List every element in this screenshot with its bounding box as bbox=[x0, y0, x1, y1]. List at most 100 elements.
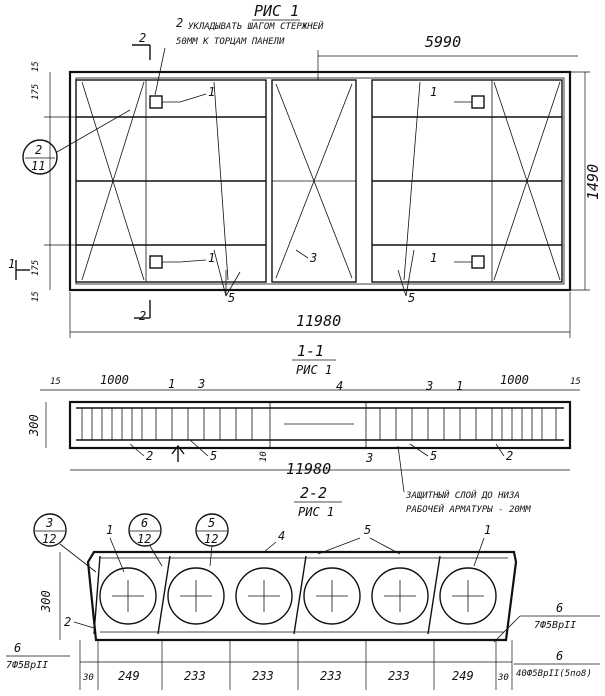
fig1-dim-15-bottom: 15 bbox=[31, 291, 41, 302]
fig1-callout-leader bbox=[56, 109, 131, 153]
fig1-loop-right-bottom bbox=[471, 255, 485, 269]
s22-title-line2: РИС 1 bbox=[298, 505, 334, 519]
fig1-callout-num: 2 bbox=[35, 143, 42, 157]
fig1-panel-outline bbox=[68, 70, 572, 292]
s22-pos5: 5 bbox=[364, 523, 371, 537]
fig1-pos5-right-l1 bbox=[397, 269, 407, 297]
s11-stirrups-right bbox=[379, 408, 557, 440]
fig1-pos1-d: 1 bbox=[430, 251, 437, 265]
void-3 bbox=[235, 567, 293, 625]
s22-dim-300: 300 bbox=[39, 590, 53, 613]
void-4 bbox=[303, 567, 361, 625]
figure-1-plan: РИС 1 2 УКЛАДЫВАТЬ ШАГОМ СТЕРЖНЕЙ 50ММ К… bbox=[8, 2, 602, 338]
s22-pos2-leader bbox=[73, 621, 95, 629]
s11-pos3-right: 3 bbox=[425, 379, 433, 393]
fig1-pos1-b: 1 bbox=[208, 251, 215, 265]
s11-cover-note-line2: РАБОЧЕЙ АРМАТУРЫ - 20ММ bbox=[406, 503, 531, 515]
fig1-pos5-left: 5 bbox=[228, 291, 235, 305]
s22-title-line1: 2-2 bbox=[300, 484, 327, 502]
s11-cover-leader bbox=[397, 445, 405, 493]
s22-rebar-left: 7Ф5ВрII bbox=[6, 660, 48, 671]
fig1-title: РИС 1 bbox=[254, 2, 299, 20]
fig1-note-line1: УКЛАДЫВАТЬ ШАГОМ СТЕРЖНЕЙ bbox=[188, 20, 324, 32]
s22-pos6-left: 6 bbox=[14, 641, 21, 655]
s22-pos1-right: 1 bbox=[484, 523, 491, 537]
s11-pos1-left: 1 bbox=[168, 377, 175, 391]
s22-pos6-right: 6 bbox=[556, 601, 563, 615]
s22-frames bbox=[93, 555, 441, 635]
s11-dim-300: 300 bbox=[27, 414, 41, 437]
svg-text:12: 12 bbox=[42, 532, 56, 546]
svg-text:12: 12 bbox=[204, 532, 218, 546]
s22-rebar-right: 7Ф5ВрII bbox=[534, 620, 576, 631]
void-1 bbox=[99, 567, 157, 625]
s22-section-outline bbox=[86, 550, 518, 642]
fig1-loop-left-bottom bbox=[149, 255, 163, 269]
s11-pos4: 4 bbox=[336, 379, 343, 393]
fig1-dim-15-top: 15 bbox=[31, 61, 41, 72]
s11-pos3-bottom: 3 bbox=[365, 451, 373, 465]
s11-stirrups-left bbox=[81, 408, 253, 440]
s11-title-line2: РИС 1 bbox=[296, 363, 332, 377]
s22-rebar-right-leader bbox=[493, 615, 521, 643]
s11-pos3-left: 3 bbox=[197, 377, 205, 391]
fig1-loop-right-top bbox=[471, 95, 485, 109]
s22-callout-5-12: 5 12 bbox=[195, 513, 229, 567]
s11-pos5-left: 5 bbox=[210, 449, 217, 463]
s22-dim-ticks bbox=[79, 640, 513, 690]
s22-pos6-right2: 6 bbox=[556, 649, 563, 663]
s22-pos2: 2 bbox=[64, 615, 71, 629]
s11-pos2-left: 2 bbox=[146, 449, 153, 463]
s11-dim-10: 10 bbox=[259, 451, 269, 462]
fig1-dim-length: 11980 bbox=[296, 312, 341, 330]
s11-dim-length: 11980 bbox=[286, 460, 331, 478]
s11-pos2-left-leader bbox=[129, 443, 145, 457]
s11-cover-note-line1: ЗАЩИТНЫЙ СЛОЙ ДО НИЗА bbox=[405, 489, 520, 501]
fig1-dim-width: 1490 bbox=[584, 164, 602, 200]
fig1-note-number: 2 bbox=[176, 16, 183, 30]
s22-dim-30-left: 30 bbox=[82, 673, 94, 683]
s22-pos1-left: 1 bbox=[106, 523, 113, 537]
fig1-note-line2: 50ММ К ТОРЦАМ ПАНЕЛИ bbox=[176, 37, 285, 47]
s11-title-line1: 1-1 bbox=[297, 342, 324, 360]
svg-text:5: 5 bbox=[208, 516, 215, 530]
fig1-loop-left-top bbox=[149, 95, 163, 109]
svg-text:3: 3 bbox=[45, 516, 53, 530]
s22-dim-249-right: 249 bbox=[452, 669, 474, 683]
fig1-pos3: 3 bbox=[309, 251, 317, 265]
s11-pos2-right-leader bbox=[495, 443, 505, 457]
section-2-2: 2-2 РИС 1 3 12 6 12 5 12 1 4 bbox=[6, 484, 600, 690]
fig1-dim-175-top: 175 bbox=[31, 84, 41, 100]
fig1-pos1-b-leader bbox=[179, 259, 207, 263]
fig1-pos1-a: 1 bbox=[208, 85, 215, 99]
s11-pos2-right: 2 bbox=[506, 449, 513, 463]
fig1-section-mark-bottom: 2 bbox=[139, 309, 146, 323]
s11-dim-15-left: 15 bbox=[50, 377, 61, 387]
s22-pos4: 4 bbox=[278, 529, 285, 543]
s22-dim-233-b: 233 bbox=[252, 669, 274, 683]
void-2 bbox=[167, 567, 225, 625]
s22-pos1-left-leader bbox=[109, 537, 125, 573]
fig1-callout-circle bbox=[22, 139, 58, 175]
s22-pos4-leader bbox=[263, 541, 277, 553]
s11-pos5-right: 5 bbox=[430, 449, 437, 463]
s22-dim-233-c: 233 bbox=[320, 669, 342, 683]
s11-dim-1000-left: 1000 bbox=[100, 373, 129, 387]
s22-voids bbox=[99, 567, 497, 625]
fig1-pos5-right: 5 bbox=[408, 291, 415, 305]
s22-dim-233-d: 233 bbox=[388, 669, 410, 683]
s11-pos1-right: 1 bbox=[456, 379, 463, 393]
s11-beam-outline bbox=[68, 400, 572, 450]
s22-dim-30-right: 30 bbox=[497, 673, 509, 683]
fig1-dim-half-length: 5990 bbox=[425, 33, 461, 51]
fig1-section-mark-top: 2 bbox=[139, 31, 146, 45]
fig1-pos5-left-l1 bbox=[213, 249, 227, 297]
fig1-side-mark: 1 bbox=[8, 257, 15, 271]
s22-dim-249-left: 249 bbox=[118, 669, 140, 683]
section-1-1: 1-1 РИС 1 15 1000 1 3 4 3 1 1000 15 bbox=[27, 342, 581, 515]
fig1-dim-175-bottom: 175 bbox=[31, 260, 41, 276]
s11-pos5-right-leader bbox=[409, 443, 429, 457]
svg-text:6: 6 bbox=[141, 516, 148, 530]
s22-rebar-right2: 40Ф5ВрII(5по8) bbox=[516, 669, 592, 679]
